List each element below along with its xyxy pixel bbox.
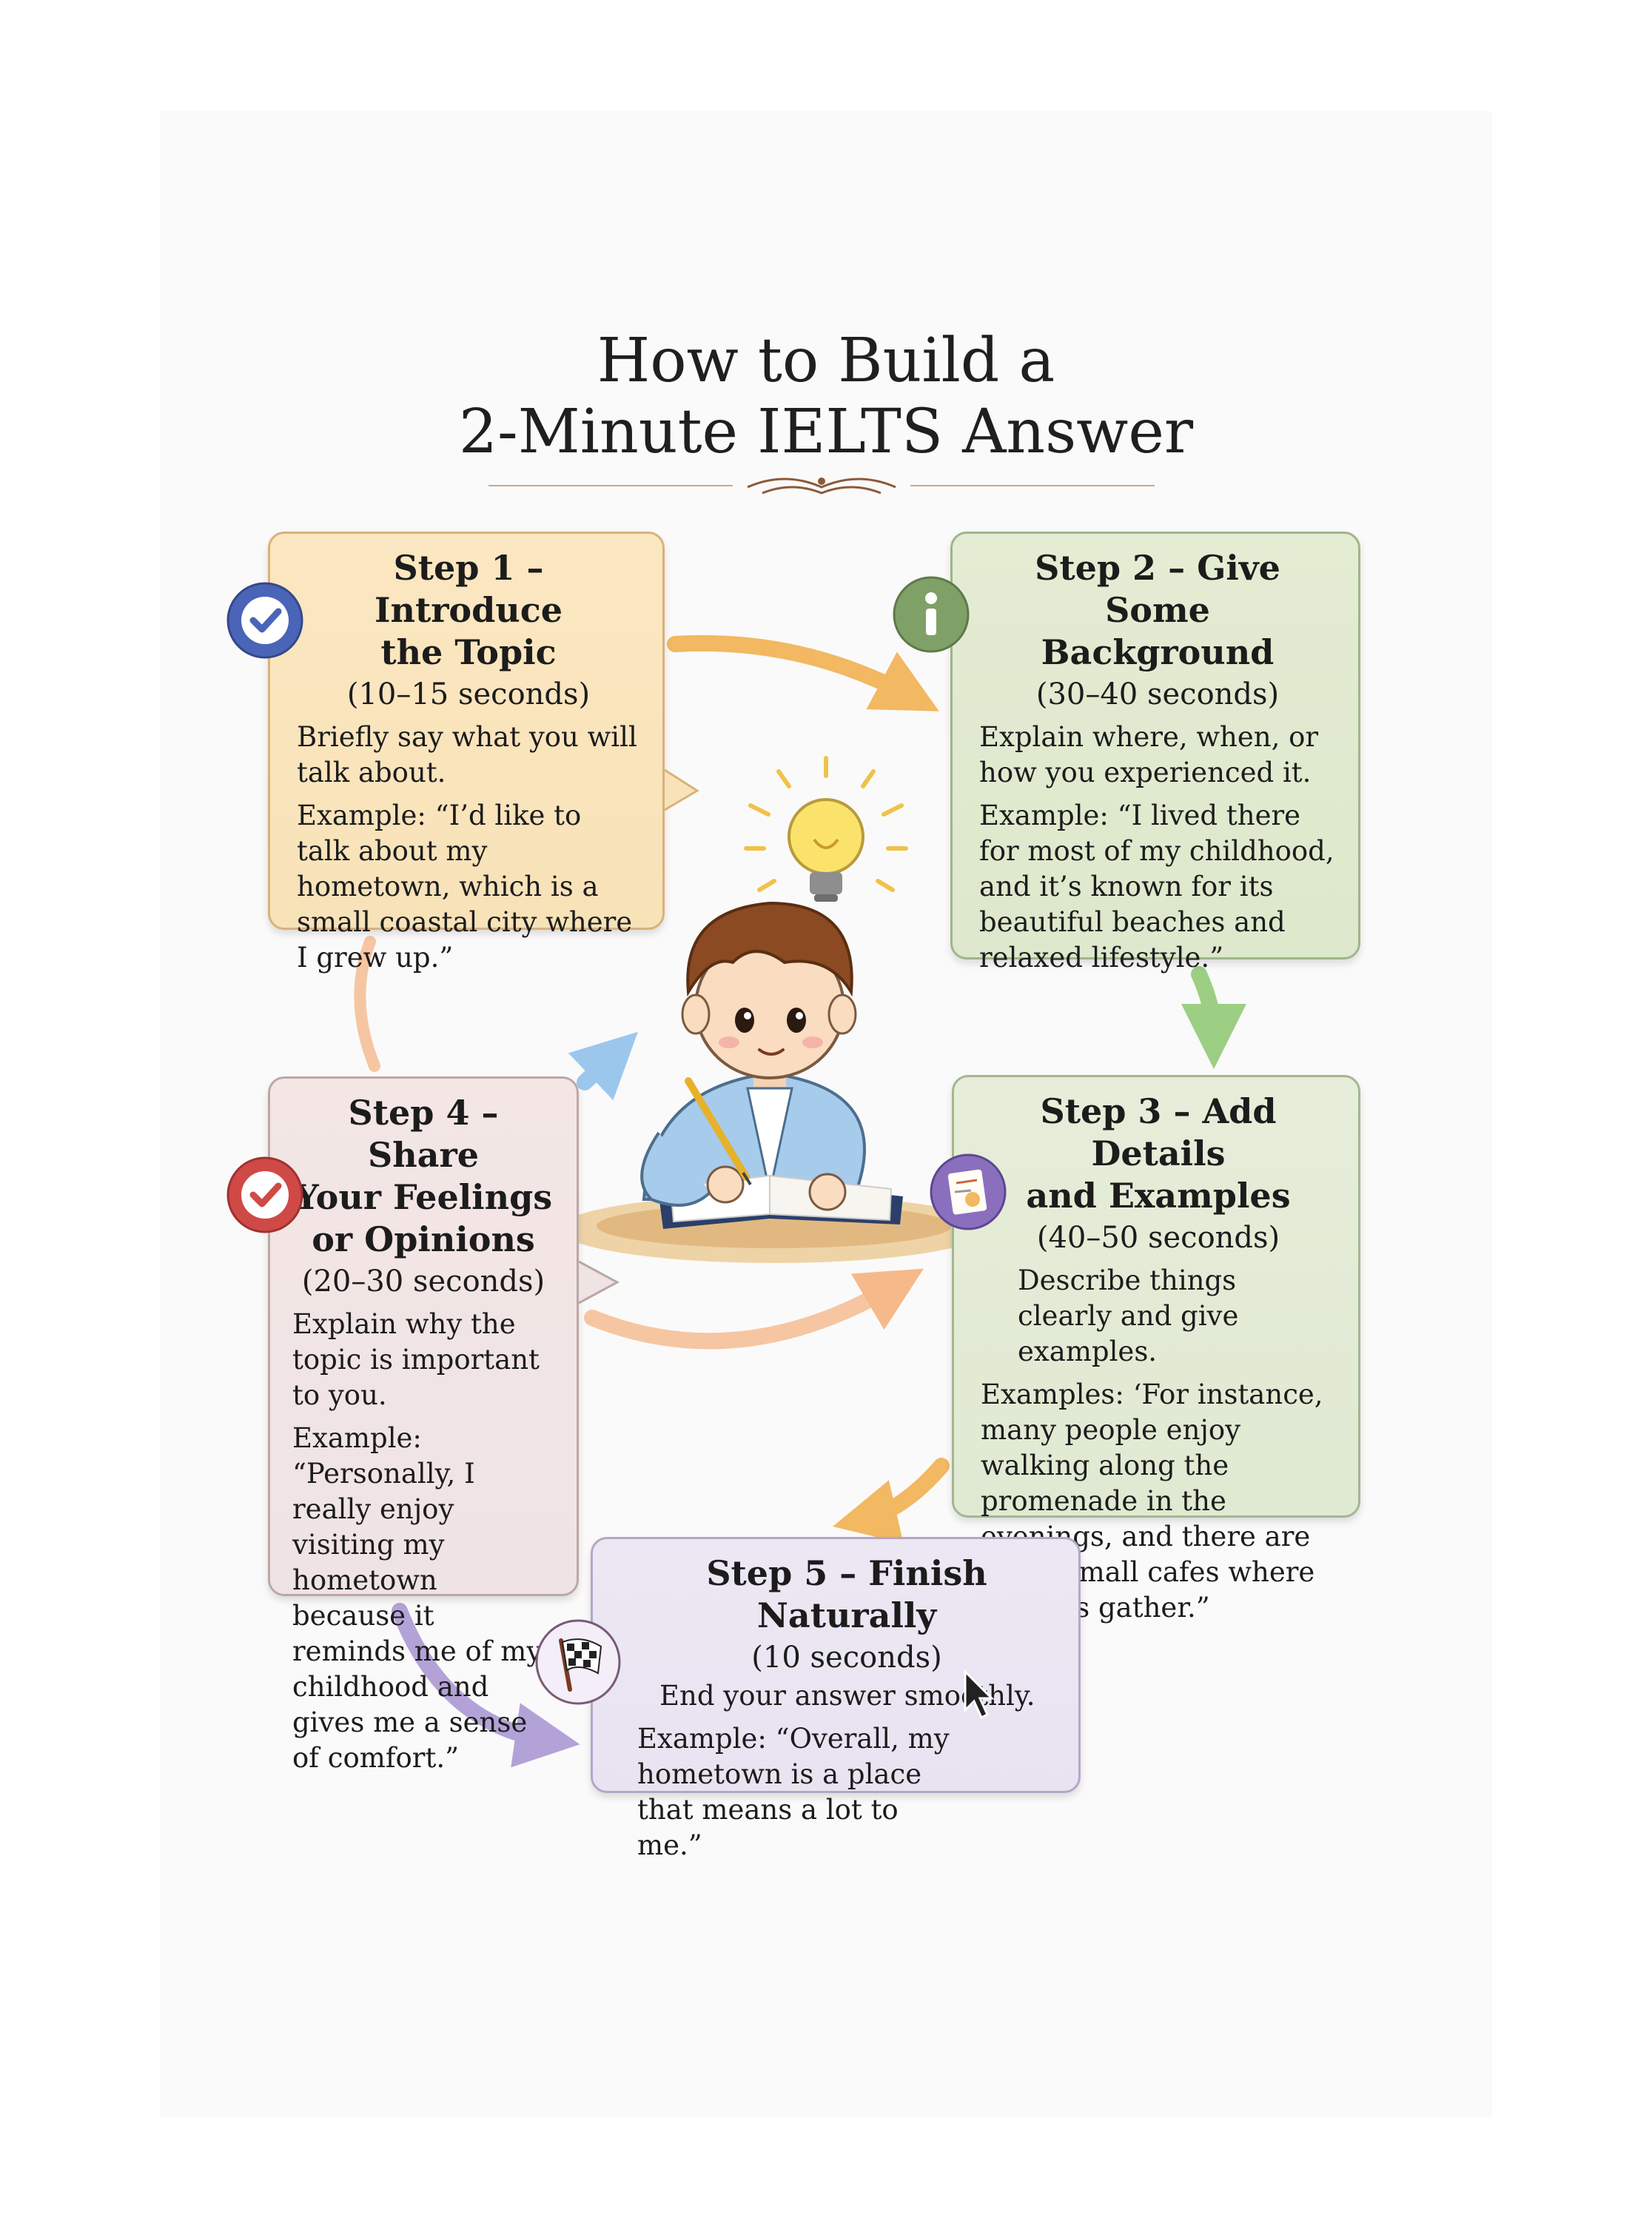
step-3-card: Step 3 – Add Details and Examples (40–50… (952, 1075, 1360, 1624)
arrow-step3-to-step5 (833, 1458, 950, 1544)
step-1-heading-line-1: Step 1 – Introduce (374, 548, 563, 630)
step-4-badge (226, 1156, 303, 1233)
title-line-2: 2-Minute IELTS Answer (458, 397, 1194, 467)
step-2-badge (893, 576, 970, 653)
step-3-heading-line-2: and Examples (1026, 1176, 1291, 1216)
step-5-example: Example: “Overall, my hometown is a plac… (637, 1723, 950, 1861)
step-3-time: (40–50 seconds) (1036, 1221, 1280, 1255)
notepad-icon (930, 1153, 1007, 1230)
step-4-heading-line-2: Your Feelings (294, 1177, 553, 1217)
arrow-step4-to-center (568, 1031, 638, 1101)
step-1-heading: Step 1 – Introduce the Topic (297, 547, 640, 674)
step-5-heading: Step 5 – Finish Naturally (706, 1553, 987, 1635)
title-line-1: How to Build a (597, 326, 1055, 396)
step-4-heading-line-1: Step 4 – Share (348, 1093, 499, 1175)
arrow-step1-to-step2 (667, 634, 939, 711)
step-4-heading-line-3: or Opinions (312, 1219, 535, 1259)
step-5-description: End your answer smoothly. (659, 1680, 1035, 1712)
step-4-card: Step 4 – Share Your Feelings or Opinions… (268, 1076, 579, 1774)
lightbulb-icon (744, 756, 908, 902)
page-title: How to Build a 2-Minute IELTS Answer (234, 326, 1418, 468)
step-3-heading-line-1: Step 3 – Add Details (1040, 1091, 1277, 1173)
info-icon (893, 576, 970, 653)
step-5-badge (534, 1618, 621, 1705)
step-1-heading-line-2: the Topic (380, 632, 557, 672)
step-2-heading: Step 2 – Give Some Background (979, 547, 1336, 674)
step-1-card: Step 1 – Introduce the Topic (10–15 seco… (268, 532, 665, 974)
step-3-heading: Step 3 – Add Details and Examples (981, 1091, 1336, 1217)
step-5-card: Step 5 – Finish Naturally (10 seconds) E… (591, 1537, 1081, 1861)
step-1-description: Briefly say what you will talk about. (297, 721, 637, 788)
step-4-example: Example: “Personally, I really enjoy vis… (292, 1422, 543, 1774)
step-2-description: Explain where, when, or how you experien… (979, 721, 1319, 788)
arrow-step4-to-step5 (392, 1603, 580, 1768)
step-1-time: (10–15 seconds) (346, 677, 591, 711)
step-5-time: (10 seconds) (751, 1641, 942, 1675)
step-2-card: Step 2 – Give Some Background (30–40 sec… (950, 532, 1360, 974)
step-4-description: Explain why the topic is important to yo… (292, 1308, 540, 1411)
check-icon (226, 582, 303, 659)
arrow-step2-to-step3 (1181, 966, 1246, 1069)
step-4-time: (20–30 seconds) (301, 1264, 545, 1299)
step-3-badge (930, 1153, 1007, 1230)
step-1-badge (226, 582, 303, 659)
arrow-step1-to-step4 (354, 936, 380, 1072)
boy-studying-illustration (560, 901, 989, 1263)
title-ornament-divider (488, 478, 1155, 495)
step-4-heading: Step 4 – Share Your Feelings or Opinions (292, 1092, 554, 1261)
arrow-step4-to-step3 (584, 1268, 924, 1350)
step-3-description: Describe things clearly and give example… (1018, 1264, 1239, 1367)
check-icon (226, 1156, 303, 1233)
checkered-flag-icon (535, 1619, 621, 1705)
step-2-example: Example: “I lived there for most of my c… (979, 800, 1334, 974)
step-2-heading-line-2: Background (1041, 632, 1275, 672)
step-2-heading-line-1: Step 2 – Give Some (1035, 548, 1280, 630)
step-2-time: (30–40 seconds) (1035, 677, 1280, 711)
step-1-example: Example: “I’d like to talk about my home… (297, 800, 633, 974)
